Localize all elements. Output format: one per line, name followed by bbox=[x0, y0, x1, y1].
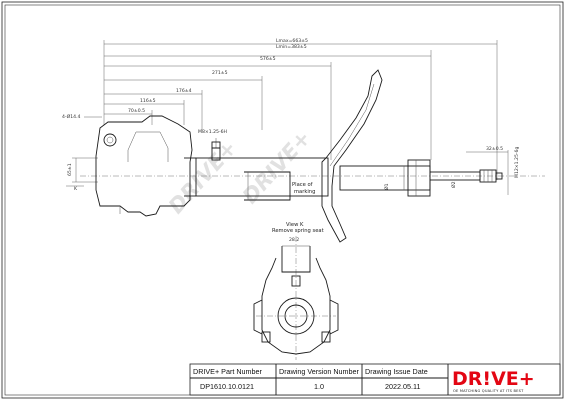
dim-thread-m8: M8×1.25-6H bbox=[198, 129, 227, 135]
label-remove-spring-seat: Remove spring seat bbox=[272, 228, 324, 234]
dimension-lines bbox=[66, 40, 509, 195]
dim-65: 65±1 bbox=[67, 163, 73, 176]
title-block-issue-date: 2022.05.11 bbox=[385, 382, 420, 391]
dim-thread-m12: M12×1.25-6g bbox=[514, 147, 520, 178]
dim-lmin: Lmin=383±5 bbox=[276, 44, 307, 50]
dim-phi1: Ø1 bbox=[383, 183, 390, 190]
dim-k: K bbox=[74, 186, 78, 192]
label-place-of-marking-1: Place of bbox=[292, 182, 313, 188]
strut-side-view bbox=[80, 69, 545, 243]
title-block-header-issue-date: Drawing Issue Date bbox=[365, 367, 428, 376]
brand-logo: DR!VE+ bbox=[452, 368, 535, 390]
view-k-drawing bbox=[253, 236, 339, 360]
dim-176: 176±4 bbox=[176, 88, 192, 94]
brand-tagline: OE MATCHING QUALITY AT ITS BEST bbox=[453, 389, 524, 393]
dim-hole: 4-Ø14.4 bbox=[62, 113, 81, 120]
dim-28: 28.2 bbox=[289, 237, 299, 243]
label-view-k: View K bbox=[286, 222, 304, 228]
title-block-drawing-version: 1.0 bbox=[314, 382, 324, 391]
dim-576: 576±5 bbox=[260, 56, 276, 62]
dim-phi2: Ø2 bbox=[450, 181, 457, 188]
title-block-part-number: DP1610.10.0121 bbox=[200, 382, 254, 391]
title-block-header-drawing-version: Drawing Version Number bbox=[279, 367, 360, 376]
dim-116: 116±5 bbox=[140, 98, 156, 104]
dim-271: 271±5 bbox=[212, 70, 228, 76]
dim-70: 70±0.5 bbox=[128, 108, 145, 114]
dim-lmax: Lmax=663±5 bbox=[276, 38, 308, 44]
label-place-of-marking-2: marking bbox=[294, 189, 315, 195]
dim-32: 32±0.5 bbox=[486, 146, 503, 152]
title-block bbox=[189, 363, 561, 396]
title-block-header-part-number: DRIVE+ Part Number bbox=[193, 367, 263, 376]
